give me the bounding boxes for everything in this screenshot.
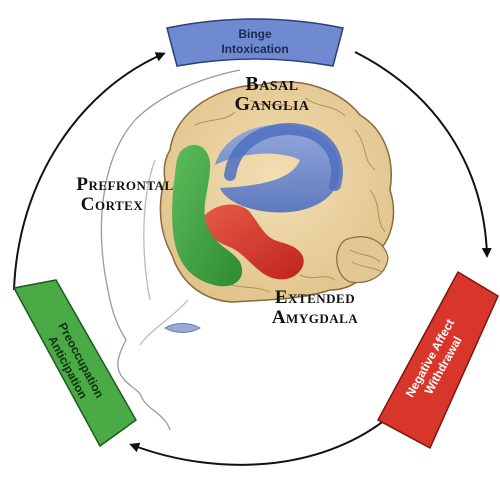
stage-binge-line2: Intoxication [221,42,288,56]
stage-binge-intoxication: Binge Intoxication [166,18,344,67]
arrow-preoccupation-to-binge [13,52,166,291]
prefrontal-cortex-region [172,144,243,287]
basal-line1: Basal [245,73,298,95]
eye-icon [164,323,201,333]
label-basal-ganglia: Basal Ganglia [234,73,309,115]
label-extended-amygdala: Extended Amygdala [272,287,358,328]
head-profile [100,69,241,431]
extended-amygdala-region [202,204,304,280]
prefrontal-line2: Cortex [81,194,144,215]
amygdala-line2: Amygdala [272,307,358,328]
basal-ganglia-arc [224,123,343,191]
brain [159,81,395,303]
label-prefrontal-cortex: Prefrontal Cortex [76,174,173,215]
stage-binge-line1: Binge [238,27,272,41]
cycle-arrows [13,51,492,466]
basal-line2: Ganglia [234,93,309,115]
prefrontal-line1: Prefrontal [76,174,173,195]
amygdala-line1: Extended [275,287,355,308]
stage-negative-affect-withdrawal: Negative Affect Withdrawal [376,270,499,450]
arrow-withdrawal-to-preoccupation [129,419,386,466]
arrow-binge-to-withdrawal [354,51,492,258]
cerebellum [336,236,389,284]
stage-preoccupation-anticipation: Preoccupation Anticipation [12,279,137,448]
